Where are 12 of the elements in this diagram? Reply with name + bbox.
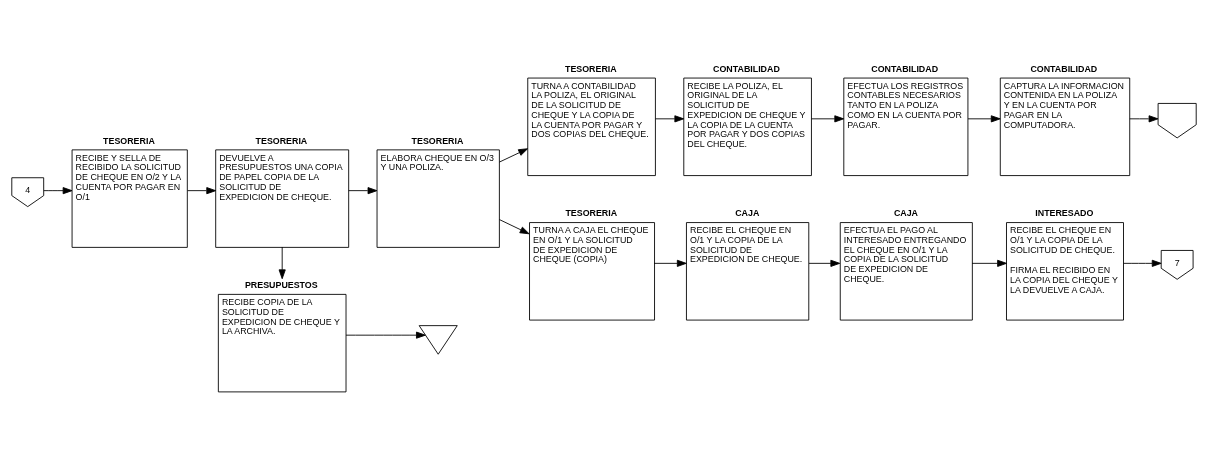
node-label: TESORERIA <box>411 135 464 146</box>
node-label: TESORERIA <box>564 63 617 74</box>
node-label: INTERESADO <box>1035 207 1094 218</box>
node-label: CAJA <box>893 207 919 218</box>
node-label: PRESUPUESTOS <box>244 279 318 290</box>
node-label: TESORERIA <box>255 135 308 146</box>
node-label: CONTABILIDAD <box>713 63 780 74</box>
node-label: TESORERIA <box>565 207 618 218</box>
node-label: CONTABILIDAD <box>1030 63 1098 74</box>
node-label: CONTABILIDAD <box>871 63 939 74</box>
node-label: TESORERIA <box>103 135 155 146</box>
node-label: CAJA <box>735 207 760 218</box>
